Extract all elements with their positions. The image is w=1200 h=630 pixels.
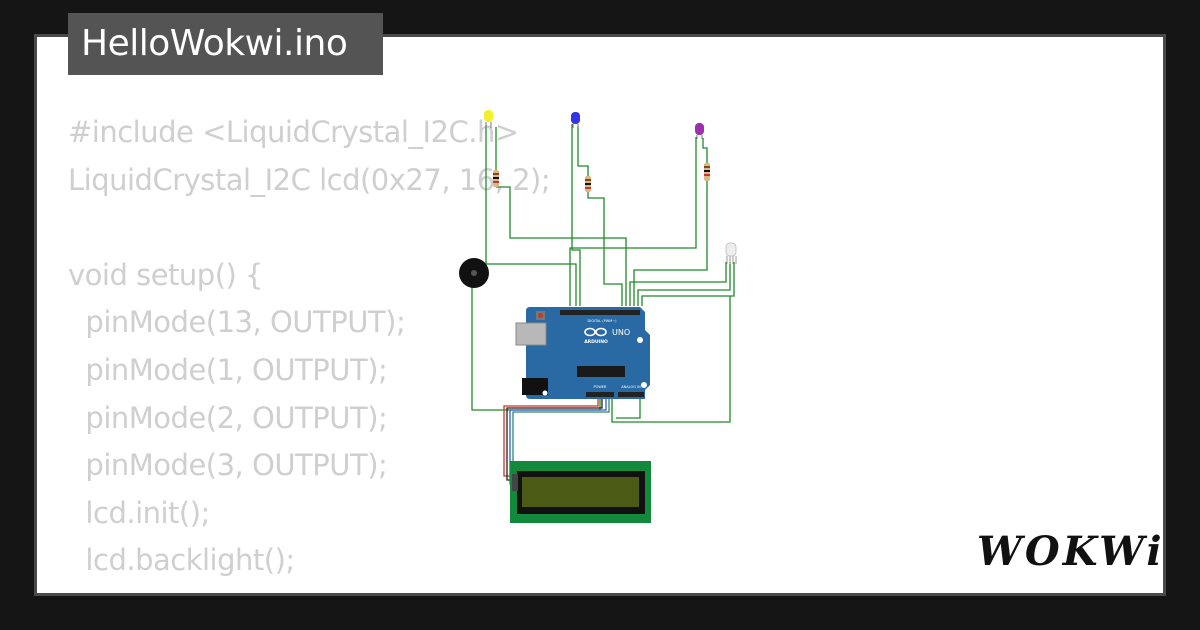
power-header — [586, 392, 614, 397]
board-brand: ARDUINO — [584, 339, 608, 345]
wire — [569, 137, 697, 306]
power-label: POWER — [594, 385, 608, 389]
usb-port — [515, 322, 547, 346]
wire — [611, 296, 731, 423]
power-jack — [522, 378, 548, 395]
led-purple[interactable] — [695, 123, 704, 139]
code-preview: #include <LiquidCrystal_I2C.h> LiquidCrys… — [68, 109, 551, 593]
wire — [616, 398, 641, 419]
code-line: void setup() { — [68, 257, 264, 292]
wire — [587, 192, 623, 306]
wire — [577, 126, 589, 176]
resistor[interactable] — [493, 170, 499, 187]
code-line: pinMode(3, OUTPUT); — [68, 448, 388, 483]
lcd-pins — [512, 474, 518, 491]
analog-header — [618, 392, 644, 397]
wire — [485, 125, 577, 306]
project-title: HelloWokwi.ino — [68, 13, 383, 75]
lcd-display[interactable] — [510, 461, 651, 523]
wire — [496, 186, 627, 306]
arduino-uno-board[interactable]: DIGITAL (PWM~) UNO ARDUINO POWER ANALOG … — [515, 307, 650, 399]
microcontroller-chip — [577, 366, 625, 377]
code-line: LiquidCrystal_I2C lcd(0x27, 16, 2); — [68, 162, 551, 197]
digital-header-label: DIGITAL (PWM~) — [587, 319, 617, 323]
wire — [637, 262, 731, 306]
led-body — [484, 110, 493, 122]
led-body — [725, 242, 737, 257]
resistor[interactable] — [704, 163, 710, 181]
code-line: pinMode(13, OUTPUT); — [68, 305, 406, 340]
led-yellow[interactable] — [484, 110, 493, 128]
wire — [702, 138, 708, 163]
code-line: lcd.backlight(); — [68, 543, 295, 578]
code-line: pinMode(1, OUTPUT); — [68, 352, 388, 387]
code-line: lcd.setCursor(0, 0); — [68, 585, 550, 593]
arduino-logo-icon — [584, 327, 607, 337]
board-model: UNO — [612, 328, 630, 337]
code-line: #include <LiquidCrystal_I2C.h> — [68, 115, 519, 149]
led-body — [695, 123, 704, 135]
wire — [633, 181, 708, 306]
led-rgb[interactable] — [725, 242, 737, 264]
resistor[interactable] — [585, 176, 591, 192]
wokwi-logo: WOKWi — [977, 528, 1165, 575]
wire — [629, 262, 727, 306]
led-blue[interactable] — [571, 112, 580, 128]
wire — [641, 262, 735, 306]
digital-header — [560, 310, 640, 315]
wire — [571, 124, 581, 306]
analog-label: ANALOG IN — [621, 385, 641, 389]
buzzer[interactable] — [459, 258, 489, 288]
wire — [506, 398, 603, 481]
led-body — [571, 112, 580, 124]
wires — [471, 124, 735, 423]
code-line: lcd.init(); — [68, 495, 210, 530]
lcd-screen — [522, 477, 639, 507]
code-line: pinMode(2, OUTPUT); — [68, 400, 388, 435]
